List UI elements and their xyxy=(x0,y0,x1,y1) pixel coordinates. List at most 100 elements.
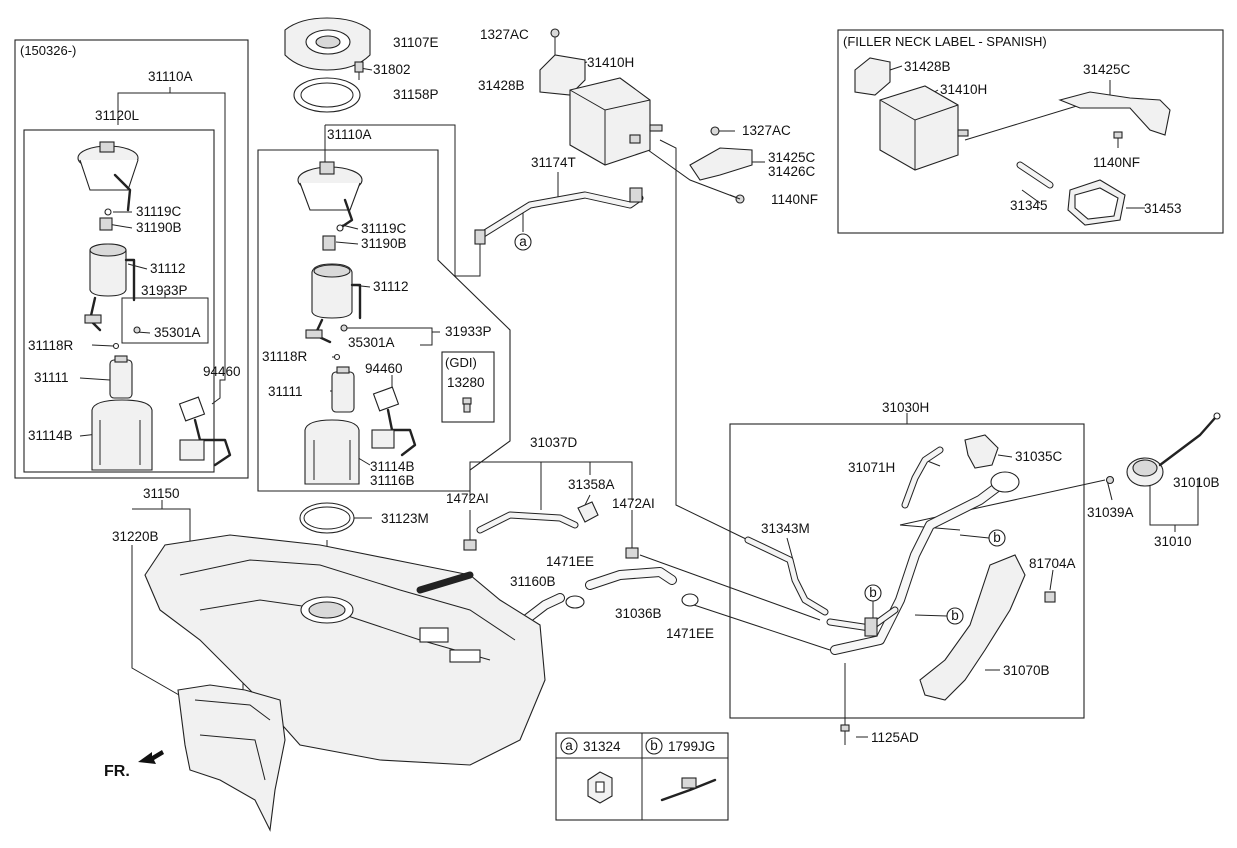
clamp-1471EE-right xyxy=(681,593,699,607)
label-1140NF: 1140NF xyxy=(771,192,818,207)
label-31123M: 31123M xyxy=(381,511,429,526)
nut-1327AC-top xyxy=(550,28,560,38)
label-31343M: 31343M xyxy=(761,521,810,536)
label-31174T: 31174T xyxy=(531,155,576,170)
label-left-31190B: 31190B xyxy=(136,220,182,235)
vapor-tube-31343M xyxy=(744,536,829,616)
filler-neck-label-box xyxy=(837,29,1224,234)
left-box-title: (150326-) xyxy=(20,43,76,58)
left-fuel-filter xyxy=(89,243,136,302)
svg-text:b: b xyxy=(650,738,658,753)
left-oring xyxy=(104,208,112,216)
legend-a-part: 31324 xyxy=(583,739,621,754)
label-31190B-center: 31190B xyxy=(361,236,407,251)
center-assembly-box xyxy=(257,149,511,492)
label-fs-31453: 31453 xyxy=(1144,201,1182,216)
label-fs-1140NF: 1140NF xyxy=(1093,155,1140,170)
callout-b-left: b xyxy=(864,584,882,618)
center-pressure-regulator xyxy=(322,235,336,251)
label-fs-31425C: 31425C xyxy=(1083,62,1131,77)
label-left-31933P: 31933P xyxy=(141,283,188,298)
clamp-1472AI-right xyxy=(625,547,639,559)
fuel-cap-31035C xyxy=(964,434,999,469)
svg-text:b: b xyxy=(869,585,877,600)
label-left-31119C: 31119C xyxy=(136,204,182,219)
protector-31070B xyxy=(919,554,1026,701)
label-31118R-center: 31118R xyxy=(262,349,308,364)
label-31107E: 31107E xyxy=(393,35,439,50)
label-31933P-center: 31933P xyxy=(445,324,492,339)
svg-text:a: a xyxy=(565,738,573,753)
filler-neck-31030H xyxy=(826,471,1020,655)
filler-cap-31010B xyxy=(1126,412,1221,487)
left-gasket xyxy=(133,326,141,334)
vapor-hose-31174T xyxy=(474,187,644,245)
center-level-sender xyxy=(371,386,417,457)
label-31070B: 31070B xyxy=(1003,663,1050,678)
cover-plate-31107E xyxy=(284,17,371,71)
label-31116B-center: 31116B xyxy=(370,473,415,488)
left-harness xyxy=(84,296,102,332)
label-31425C: 31425C xyxy=(768,150,816,165)
label-31112-center: 31112 xyxy=(373,279,409,294)
canister-31410H xyxy=(569,77,663,166)
label-31150: 31150 xyxy=(143,486,180,501)
left-fuel-pump xyxy=(109,355,133,399)
label-left-31110A: 31110A xyxy=(148,69,193,84)
bolt-1140NF xyxy=(729,194,745,204)
label-1327AC-a: 1327AC xyxy=(480,27,529,42)
label-31160B: 31160B xyxy=(510,574,556,589)
leader-lines xyxy=(79,35,1199,760)
label-1327AC-b: 1327AC xyxy=(742,123,791,138)
label-94460-center: 94460 xyxy=(365,361,403,376)
label-1472AI-b: 1472AI xyxy=(612,496,655,511)
label-31410H: 31410H xyxy=(587,55,634,70)
label-31220B: 31220B xyxy=(112,529,159,544)
center-reservoir xyxy=(304,419,360,485)
legend-a-symbol: a xyxy=(560,737,578,755)
label-left-35301A: 35301A xyxy=(154,325,201,340)
fs-hose-31345 xyxy=(1016,161,1054,189)
legend-clip-31324-drawing xyxy=(587,771,613,804)
center-gasket xyxy=(340,324,348,332)
label-1471EE-a: 1471EE xyxy=(546,554,594,569)
vent-hose-31037D xyxy=(476,511,579,534)
label-31037D: 31037D xyxy=(530,435,578,450)
label-left-31112: 31112 xyxy=(150,261,186,276)
ring-31123M xyxy=(299,502,355,534)
gdi-bolt-13280 xyxy=(462,397,472,413)
callout-b-right: b xyxy=(914,607,964,625)
label-31039A: 31039A xyxy=(1087,505,1134,520)
bracket-31425C xyxy=(689,147,753,181)
label-31036B: 31036B xyxy=(615,606,662,621)
legend-b-symbol: b xyxy=(645,737,663,755)
label-left-31118R: 31118R xyxy=(28,338,74,353)
fuel-tank-31150 xyxy=(144,534,546,766)
label-31119C-center: 31119C xyxy=(361,221,407,236)
fs-bolt-1140NF xyxy=(1113,131,1123,148)
label-31030H: 31030H xyxy=(882,400,929,415)
label-left-31120L: 31120L xyxy=(95,108,140,123)
label-31110A-center: 31110A xyxy=(327,127,372,142)
label-35301A-center: 35301A xyxy=(348,335,395,350)
label-31071H: 31071H xyxy=(848,460,895,475)
left-level-sender xyxy=(178,396,232,467)
svg-text:b: b xyxy=(993,530,1001,545)
label-1471EE-b: 1471EE xyxy=(666,626,714,641)
gdi-box xyxy=(441,351,495,423)
fs-canister-31410H xyxy=(879,85,969,171)
callout-a: a xyxy=(514,233,532,251)
label-left-94460: 94460 xyxy=(203,364,241,379)
screw-31039A xyxy=(1105,475,1115,485)
bracket-31428B xyxy=(539,54,586,96)
label-1125AD: 1125AD xyxy=(871,730,919,745)
svg-text:b: b xyxy=(951,608,959,623)
heat-shield-31220B xyxy=(177,684,286,832)
fs-bracket-31425C xyxy=(1058,91,1171,136)
gdi-box-title: (GDI) xyxy=(445,355,477,370)
label-31158P: 31158P xyxy=(393,87,439,102)
clamp-1471EE-left xyxy=(565,595,585,609)
svg-text:a: a xyxy=(519,234,527,249)
label-31426C: 31426C xyxy=(768,164,816,179)
label-1472AI-a: 1472AI xyxy=(446,491,489,506)
